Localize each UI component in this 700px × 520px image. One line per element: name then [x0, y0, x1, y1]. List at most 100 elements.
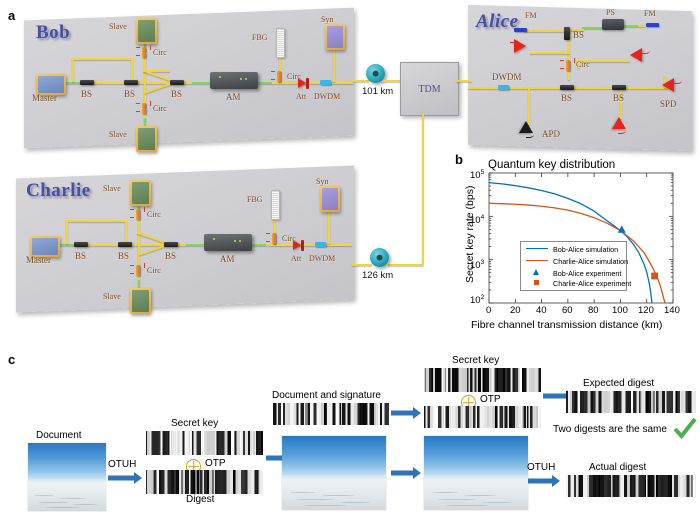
- alice-bench-contents: Alice FM FM PS BS Circ DWDM BS BS APD SP…: [468, 8, 692, 148]
- distance-bob-label: 101 km: [362, 86, 394, 97]
- bob-dwdm-label: DWDM: [314, 92, 341, 101]
- alice-bs-right-label: BS: [613, 93, 625, 103]
- tdm-label: TDM: [418, 83, 441, 95]
- chart-x-axis-label: Fibre channel transmission distance (km): [471, 319, 663, 331]
- chart-xtick-0: 0: [486, 305, 492, 316]
- bob-title: Bob: [36, 22, 71, 43]
- chart-title: Quantum key distribution: [488, 159, 616, 171]
- charlie-am-label: AM: [220, 254, 235, 264]
- panel-c-letter: c: [8, 352, 16, 367]
- bob-master-laser: [36, 74, 66, 95]
- fiber-spool-bob: [366, 64, 385, 83]
- chart-legend: Bob-Alice simulation Charlie-Alice simul…: [520, 241, 631, 291]
- otp-label-1: OTP: [205, 458, 226, 469]
- bob-dwdm: [320, 80, 331, 85]
- chart-xtick-100: 100: [612, 305, 628, 316]
- ytick-exp-3: 3: [480, 259, 485, 266]
- charlie-slave-bottom-laser: [130, 288, 151, 314]
- actual-digest-barcode: [566, 475, 696, 497]
- bob-slave-top-laser: [136, 18, 157, 44]
- charlie-attenuator: [293, 240, 301, 250]
- chart-ytick-100: 102: [470, 294, 484, 306]
- bob-bench-contents: Bob Master Slave Slave BS BS BS: [24, 14, 354, 152]
- secret-key-barcode-2: [424, 368, 541, 392]
- bob-syn-label: Syn: [321, 15, 334, 24]
- document-photo: [28, 443, 106, 511]
- bob-circ-top: [142, 47, 146, 58]
- bob-slave-bottom-label: Slave: [109, 130, 127, 139]
- legend-label-bob-alice-exp: Bob-Alice experiment: [553, 268, 622, 278]
- charlie-syn-laser: [320, 186, 340, 212]
- conclusion-label: Two digests are the same: [553, 424, 667, 435]
- chart-ytick-10000: 104: [470, 214, 484, 226]
- arrow-signature-to-xor: [391, 407, 421, 419]
- bob-bs1-label: BS: [81, 89, 93, 99]
- charlie-fbg-label: FBG: [247, 195, 263, 204]
- alice-apd-label: APD: [542, 129, 561, 139]
- arrow-to-actual-digest: [528, 475, 560, 487]
- charlie-slave-top-laser: [130, 180, 151, 206]
- bob-bs-1: [80, 80, 94, 85]
- charlie-circ-right: [272, 233, 276, 244]
- qkd-chart: Quantum key distribution Secret key rate…: [450, 150, 700, 340]
- legend-label-bob-alice-sim: Bob-Alice simulation: [553, 244, 619, 254]
- charlie-bench-contents: Charlie Master Slave Slave BS BS BS Circ: [16, 172, 354, 314]
- signed-document-photo: [282, 436, 386, 510]
- ytick-base-4: 10: [470, 215, 481, 227]
- bob-am-modulator: [210, 72, 258, 89]
- bob-bs-2: [124, 80, 138, 85]
- charlie-bs-1: [74, 242, 88, 247]
- bob-master-label: Master: [32, 93, 57, 103]
- alice-fm-left-label: FM: [525, 11, 537, 20]
- chart-xtick-140: 140: [664, 305, 680, 316]
- bob-fbg-label: FBG: [252, 33, 268, 42]
- charlie-bs3-label: BS: [165, 251, 177, 261]
- bob-circ-right-label: Circ: [287, 72, 301, 81]
- alice-fm-right-label: FM: [644, 9, 656, 18]
- chart-xtick-80: 80: [588, 305, 599, 316]
- bob-circ-top-label: Circ: [153, 48, 167, 57]
- charlie-master-label: Master: [26, 255, 51, 265]
- arrow-photo-to-photo: [391, 467, 421, 479]
- chart-xtick-20: 20: [510, 305, 521, 316]
- xor-result-barcode: [424, 406, 541, 428]
- bob-am-label: AM: [226, 92, 241, 102]
- checkmark-icon: [673, 417, 697, 440]
- legend-label-charlie-alice-exp: Charlie-Alice experiment: [553, 279, 632, 288]
- secret-key-label-1: Secret key: [171, 418, 219, 429]
- legend-line-bob-alice: [526, 248, 548, 250]
- alice-spd-detector: [662, 78, 674, 92]
- bob-slave-bottom-laser: [136, 126, 157, 152]
- bob-circ-bottom-label: Circ: [153, 104, 167, 113]
- document-label: Document: [36, 430, 82, 441]
- charlie-bs2-label: BS: [118, 251, 130, 261]
- panel-b-letter: b: [455, 152, 463, 167]
- charlie-circ-bottom-label: Circ: [147, 266, 161, 275]
- chart-plot-area: [488, 172, 674, 304]
- charlie-circ-top-label: Circ: [147, 210, 161, 219]
- charlie-dwdm: [315, 242, 326, 247]
- legend-label-charlie-alice-sim: Charlie-Alice simulation: [553, 256, 629, 266]
- chart-xtick-60: 60: [562, 305, 573, 316]
- charlie-bs-2: [118, 242, 132, 247]
- alice-bs-top-label: BS: [573, 30, 585, 40]
- charlie-master-laser: [30, 236, 60, 257]
- charlie-bs1-label: BS: [75, 251, 87, 261]
- charlie-circ-bottom: [136, 265, 140, 276]
- alice-title: Alice: [476, 11, 519, 32]
- chart-xtick-120: 120: [638, 305, 654, 316]
- alice-circ-label: Circ: [576, 60, 590, 69]
- alice-fm-right: [646, 23, 659, 27]
- distance-charlie-label: 126 km: [362, 270, 394, 281]
- bob-attenuator: [298, 78, 306, 88]
- charlie-slave-top-label: Slave: [103, 184, 121, 193]
- charlie-syn-label: Syn: [316, 177, 329, 186]
- alice-spd-label: SPD: [660, 99, 677, 109]
- bob-fbg: [276, 28, 285, 58]
- fiber-spool-charlie: [370, 248, 389, 267]
- alice-bs-right: [612, 85, 626, 90]
- expected-digest-barcode: [566, 391, 696, 413]
- arrow-document-to-digest: [108, 472, 142, 484]
- otp-label-2: OTP: [480, 394, 501, 405]
- alice-detector-mid-right: [630, 48, 642, 62]
